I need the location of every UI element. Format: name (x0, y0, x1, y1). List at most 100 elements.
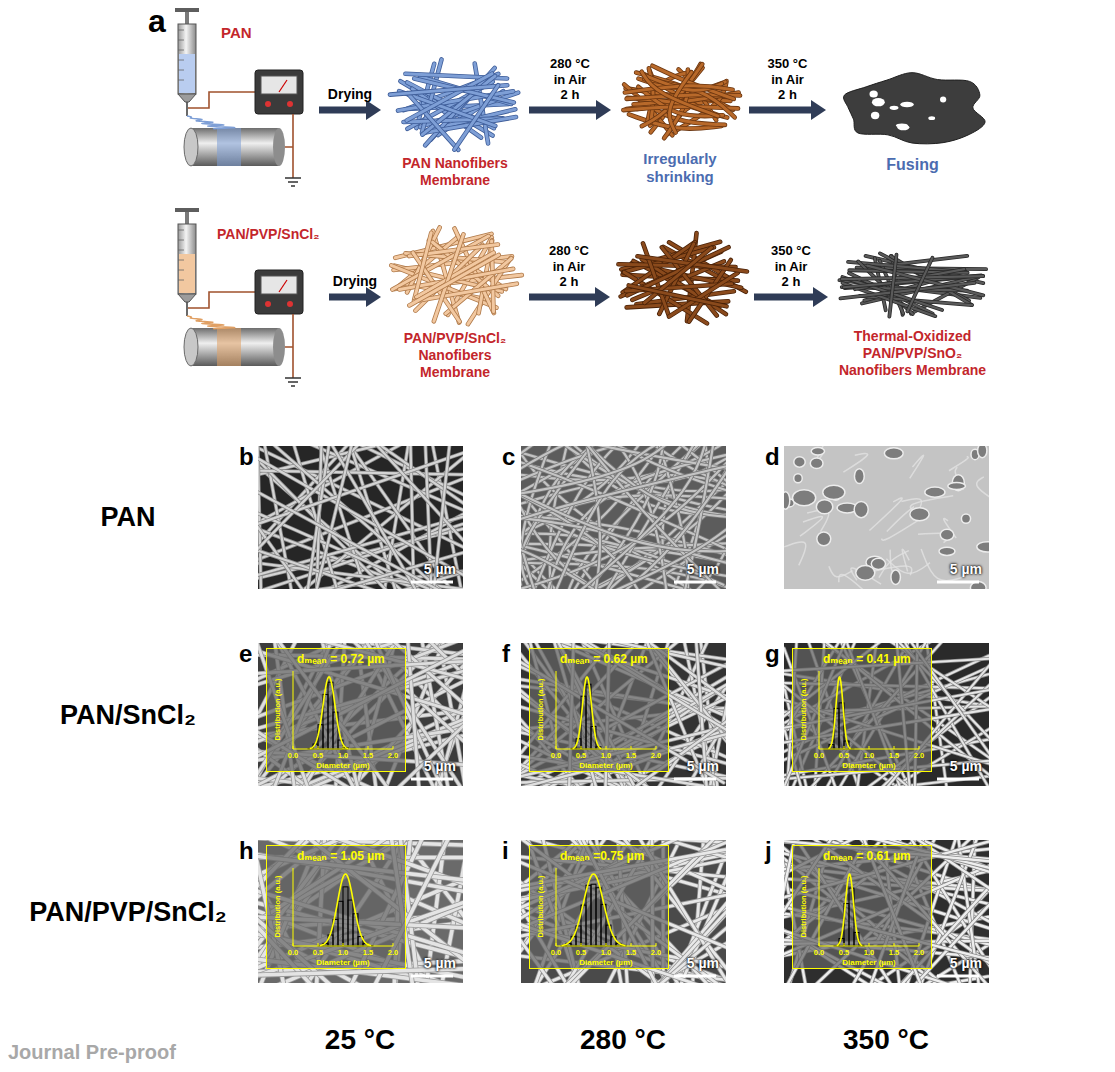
stage-label: PAN Nanofibers Membrane (385, 155, 525, 189)
scale-bar (411, 778, 453, 781)
membrane-illustrations (390, 85, 507, 94)
sem-micrograph (910, 508, 929, 521)
histogram-bar (343, 887, 348, 946)
process-arrow (329, 287, 381, 307)
electrospinning-apparatus (279, 80, 287, 92)
sem-micrograph (794, 457, 805, 467)
panel-letter: e (239, 640, 252, 669)
mean-diameter: dₘₑₐₙ =0.75 µm (560, 849, 644, 863)
panel-letter: h (239, 837, 254, 866)
sem-micrograph (521, 840, 726, 983)
electrospinning-apparatus (175, 8, 303, 186)
tick-label: 0.5 (313, 948, 323, 957)
electrospinning-apparatus (273, 328, 285, 366)
sem-micrograph (882, 520, 918, 540)
axis-label: Distribution (a.u.) (536, 679, 545, 741)
tick-label: 0.5 (313, 751, 323, 760)
tick-label: 1.5 (363, 948, 373, 957)
tick-label: 2.0 (914, 948, 924, 957)
tick-label: 1.0 (601, 751, 611, 760)
axis-label: Distribution (a.u.) (799, 679, 808, 741)
panel-letter: g (765, 640, 780, 669)
sem-micrograph (179, 772, 538, 1045)
sem-micrograph (258, 643, 424, 786)
sem-micrograph (784, 446, 989, 589)
sem-micrograph (441, 779, 796, 1052)
electrospinning-apparatus (178, 230, 184, 231)
sem-micrograph (189, 379, 540, 647)
membrane-illustrations (840, 283, 974, 299)
sem-image-panel: e5 µmdₘₑₐₙ = 0.72 µmDistribution (a.u.)0… (258, 643, 463, 786)
axis-tick (631, 746, 632, 749)
membrane-illustrations (409, 244, 498, 256)
panel-letter: f (502, 640, 510, 669)
stage-label: Thermal-Oxidized PAN/PVP/SnO₂ Nanofibers… (830, 328, 995, 378)
electrospinning-apparatus (285, 114, 293, 178)
electrospinning-apparatus (185, 212, 189, 224)
sem-micrograph (521, 643, 726, 786)
panel-letter: j (765, 837, 772, 866)
electrospinning-apparatus (265, 101, 271, 107)
sem-micrograph (258, 446, 262, 589)
axis-label: Distribution (a.u.) (799, 876, 808, 938)
histogram-inset: dₘₑₐₙ = 0.41 µmDistribution (a.u.)0.00.5… (792, 648, 932, 772)
membrane-illustrations (629, 285, 727, 306)
sem-micrograph (563, 463, 726, 589)
histogram-inset: dₘₑₐₙ = 0.72 µmDistribution (a.u.)0.00.5… (266, 648, 406, 772)
arrow-head (366, 287, 381, 307)
sem-micrograph (784, 643, 989, 786)
sem-micrograph (713, 575, 1065, 847)
sem-micrograph (854, 501, 868, 517)
column-label: 25 °C (325, 1023, 395, 1057)
row-label: PAN (100, 501, 155, 533)
axis-tick (581, 746, 582, 749)
sem-micrograph (313, 446, 435, 589)
axis (819, 671, 919, 749)
sem-micrograph (902, 549, 909, 571)
tick-label: 1.5 (363, 751, 373, 760)
sem-image-panel: h5 µmdₘₑₐₙ = 1.05 µmDistribution (a.u.)0… (258, 840, 463, 983)
tick-label: 0.0 (814, 948, 824, 957)
membrane-illustrations (900, 102, 914, 108)
tick-label: 1.5 (889, 751, 899, 760)
sem-micrograph (561, 446, 726, 589)
electrospinning-apparatus (255, 70, 303, 114)
arrow-shaft (529, 294, 596, 301)
sem-micrograph (624, 446, 726, 589)
electrospinning-apparatus (178, 50, 184, 51)
electrospinning-apparatus (184, 128, 198, 166)
axis-label: Diameter (µm) (842, 761, 896, 771)
axis-tick (894, 943, 895, 946)
stage-label: Irregularly shrinking (630, 150, 730, 186)
electrospinning-apparatus (178, 30, 184, 31)
sem-micrograph (811, 448, 824, 455)
tick-label: 1.0 (864, 948, 874, 957)
electrospinning-apparatus (185, 12, 189, 24)
sem-micrograph (948, 482, 966, 489)
mean-diameter: dₘₑₐₙ = 0.61 µm (823, 849, 911, 863)
axis-tick (393, 746, 394, 749)
sem-micrograph (781, 444, 1002, 603)
electrospinning-apparatus (186, 302, 188, 316)
membrane-stage: Fusing (830, 55, 995, 176)
sem-micrograph (521, 446, 691, 541)
sem-micrograph (309, 446, 367, 589)
sem-micrograph (810, 458, 823, 469)
tick-label: 2.0 (388, 751, 398, 760)
sem-micrograph (708, 773, 1066, 1054)
tick-label: 0.0 (551, 751, 561, 760)
scale-bar (937, 778, 979, 781)
row-label: PAN/SnCl₂ (60, 699, 196, 731)
electrospinning-apparatus (217, 128, 241, 166)
histogram-bar (328, 682, 333, 749)
electrospinning-apparatus (178, 260, 184, 261)
sem-micrograph (521, 643, 724, 783)
histogram-bar (338, 901, 343, 946)
arrow-label: 350 °C in Air 2 h (767, 56, 809, 103)
sem-micrograph (258, 648, 463, 774)
sem-micrograph (521, 483, 726, 551)
arrow-shaft (319, 107, 367, 114)
scale-bar-label: 5 µm (950, 561, 982, 578)
scale-bar-label: 5 µm (950, 758, 982, 775)
tick-label: 1.0 (864, 751, 874, 760)
